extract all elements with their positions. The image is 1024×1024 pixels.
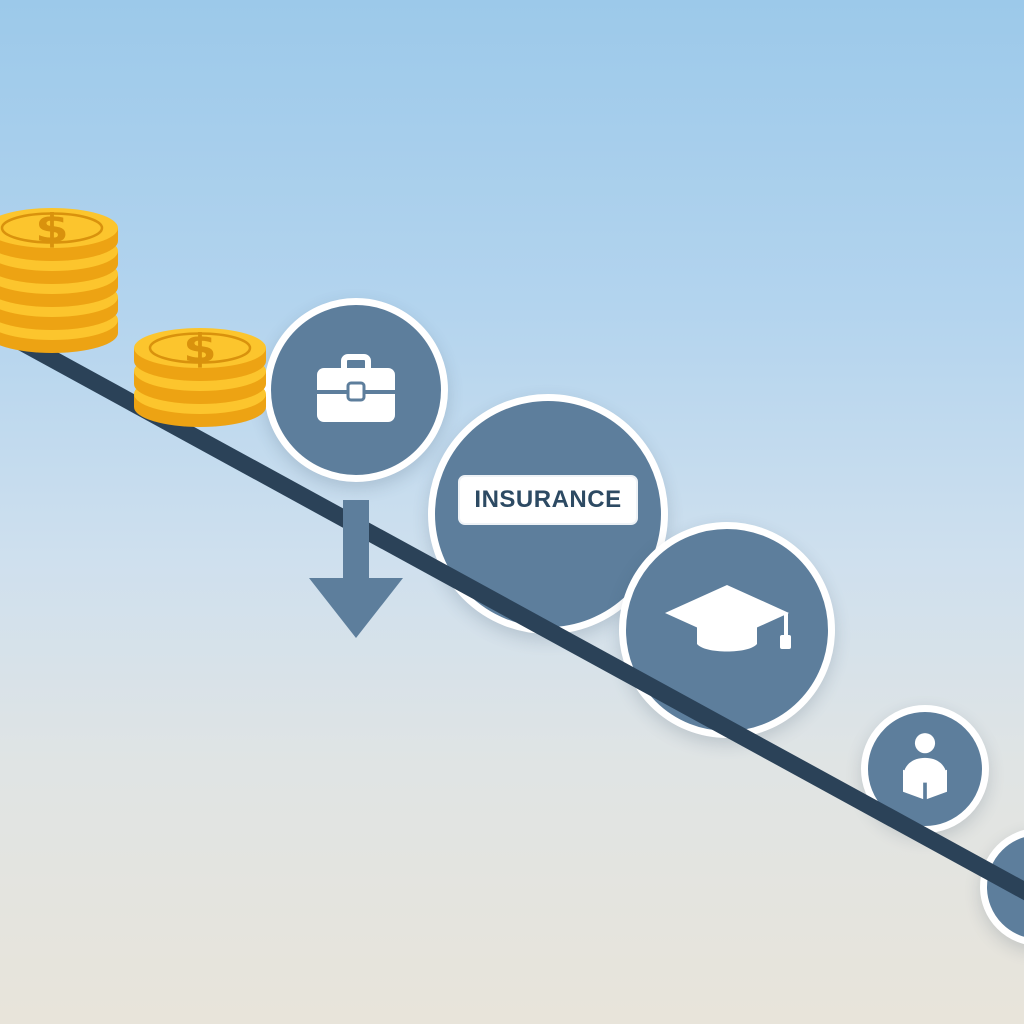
- graduation-circle: [619, 522, 835, 738]
- graduation-cap-icon: [665, 585, 791, 652]
- briefcase-circle: [264, 298, 448, 482]
- student-circle: [861, 705, 989, 833]
- partial-circle: [980, 828, 1024, 946]
- briefcase-icon: [317, 354, 395, 422]
- dollar-coins-icon: $: [134, 326, 266, 427]
- insurance-badge: INSURANCE: [458, 475, 638, 525]
- coin-stack-large: $: [0, 196, 130, 363]
- coin-dollar-symbol: $: [35, 206, 68, 252]
- coin-dollar-symbol: $: [183, 326, 216, 372]
- dollar-coins-icon: $: [0, 206, 118, 353]
- person-reading-icon: [903, 733, 947, 800]
- coin-stack-small: $: [128, 316, 278, 435]
- down-arrow-icon: [305, 500, 407, 645]
- insurance-label: INSURANCE: [474, 486, 622, 513]
